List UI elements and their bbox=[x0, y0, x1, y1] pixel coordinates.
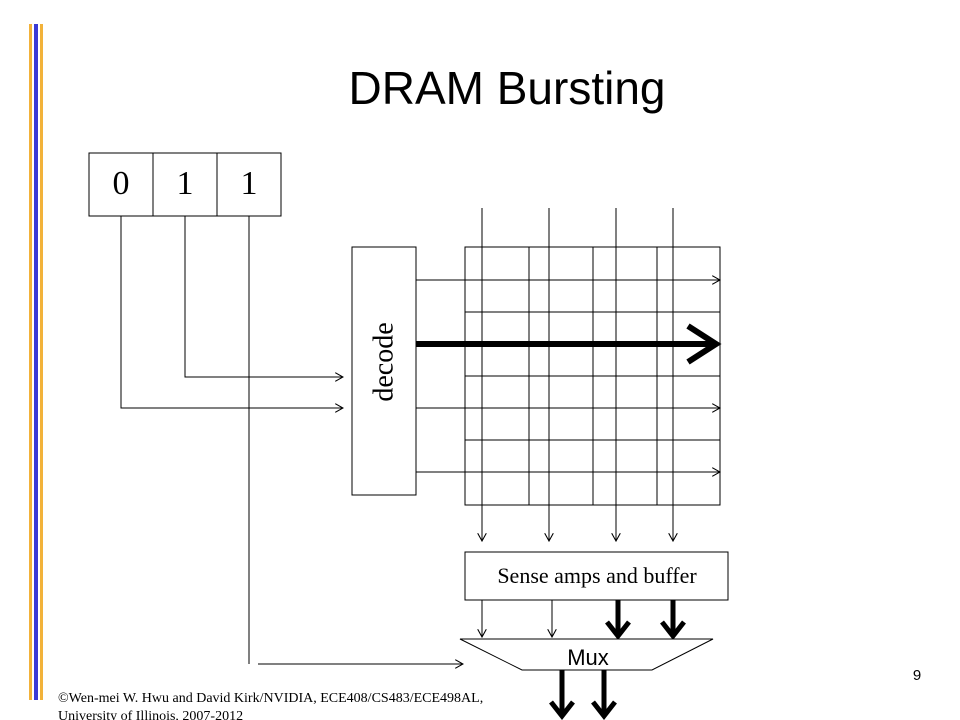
accent-bar-yellow-1 bbox=[29, 24, 32, 700]
address-wires bbox=[120, 216, 463, 664]
slide-title: DRAM Bursting bbox=[349, 62, 666, 114]
bit-lines bbox=[482, 208, 673, 541]
selected-row-arrowhead bbox=[686, 323, 722, 365]
mux: Mux bbox=[459, 638, 714, 671]
wire-bit0-to-decoder bbox=[120, 216, 343, 408]
address-bit-2: 1 bbox=[241, 165, 258, 202]
decoder-box bbox=[351, 246, 417, 496]
footer-copyright-line1: ©Wen-mei W. Hwu and David Kirk/NVIDIA, E… bbox=[58, 691, 483, 706]
address-bit-0: 0 bbox=[113, 165, 130, 202]
burst-output-0 bbox=[549, 670, 575, 720]
sense-amps-box bbox=[464, 551, 729, 601]
decoder-label: decode bbox=[369, 322, 400, 401]
selected-word-line bbox=[416, 323, 722, 365]
address-register: 0 1 1 bbox=[88, 152, 282, 217]
mux-label: Mux bbox=[567, 645, 609, 670]
page-number: 9 bbox=[913, 667, 921, 684]
sense-amps-label: Sense amps and buffer bbox=[497, 563, 697, 588]
row-decoder: decode bbox=[351, 246, 417, 496]
accent-bar-blue bbox=[34, 24, 38, 700]
mux-shape bbox=[459, 638, 714, 671]
burst-arrow-3 bbox=[660, 600, 686, 641]
sense-amps: Sense amps and buffer bbox=[464, 551, 729, 601]
burst-output-1 bbox=[591, 670, 617, 720]
wire-bit1-to-decoder bbox=[184, 216, 343, 377]
memory-array bbox=[464, 246, 721, 506]
accent-bar-yellow-2 bbox=[40, 24, 43, 700]
word-lines bbox=[416, 280, 720, 472]
sense-to-mux-lines bbox=[482, 600, 686, 641]
left-accent-bars bbox=[29, 24, 43, 700]
burst-arrow-2 bbox=[605, 600, 631, 641]
address-bit-1: 1 bbox=[177, 165, 194, 202]
footer-copyright-line2: University of Illinois, 2007-2012 bbox=[58, 709, 243, 720]
mux-outputs bbox=[549, 670, 617, 720]
